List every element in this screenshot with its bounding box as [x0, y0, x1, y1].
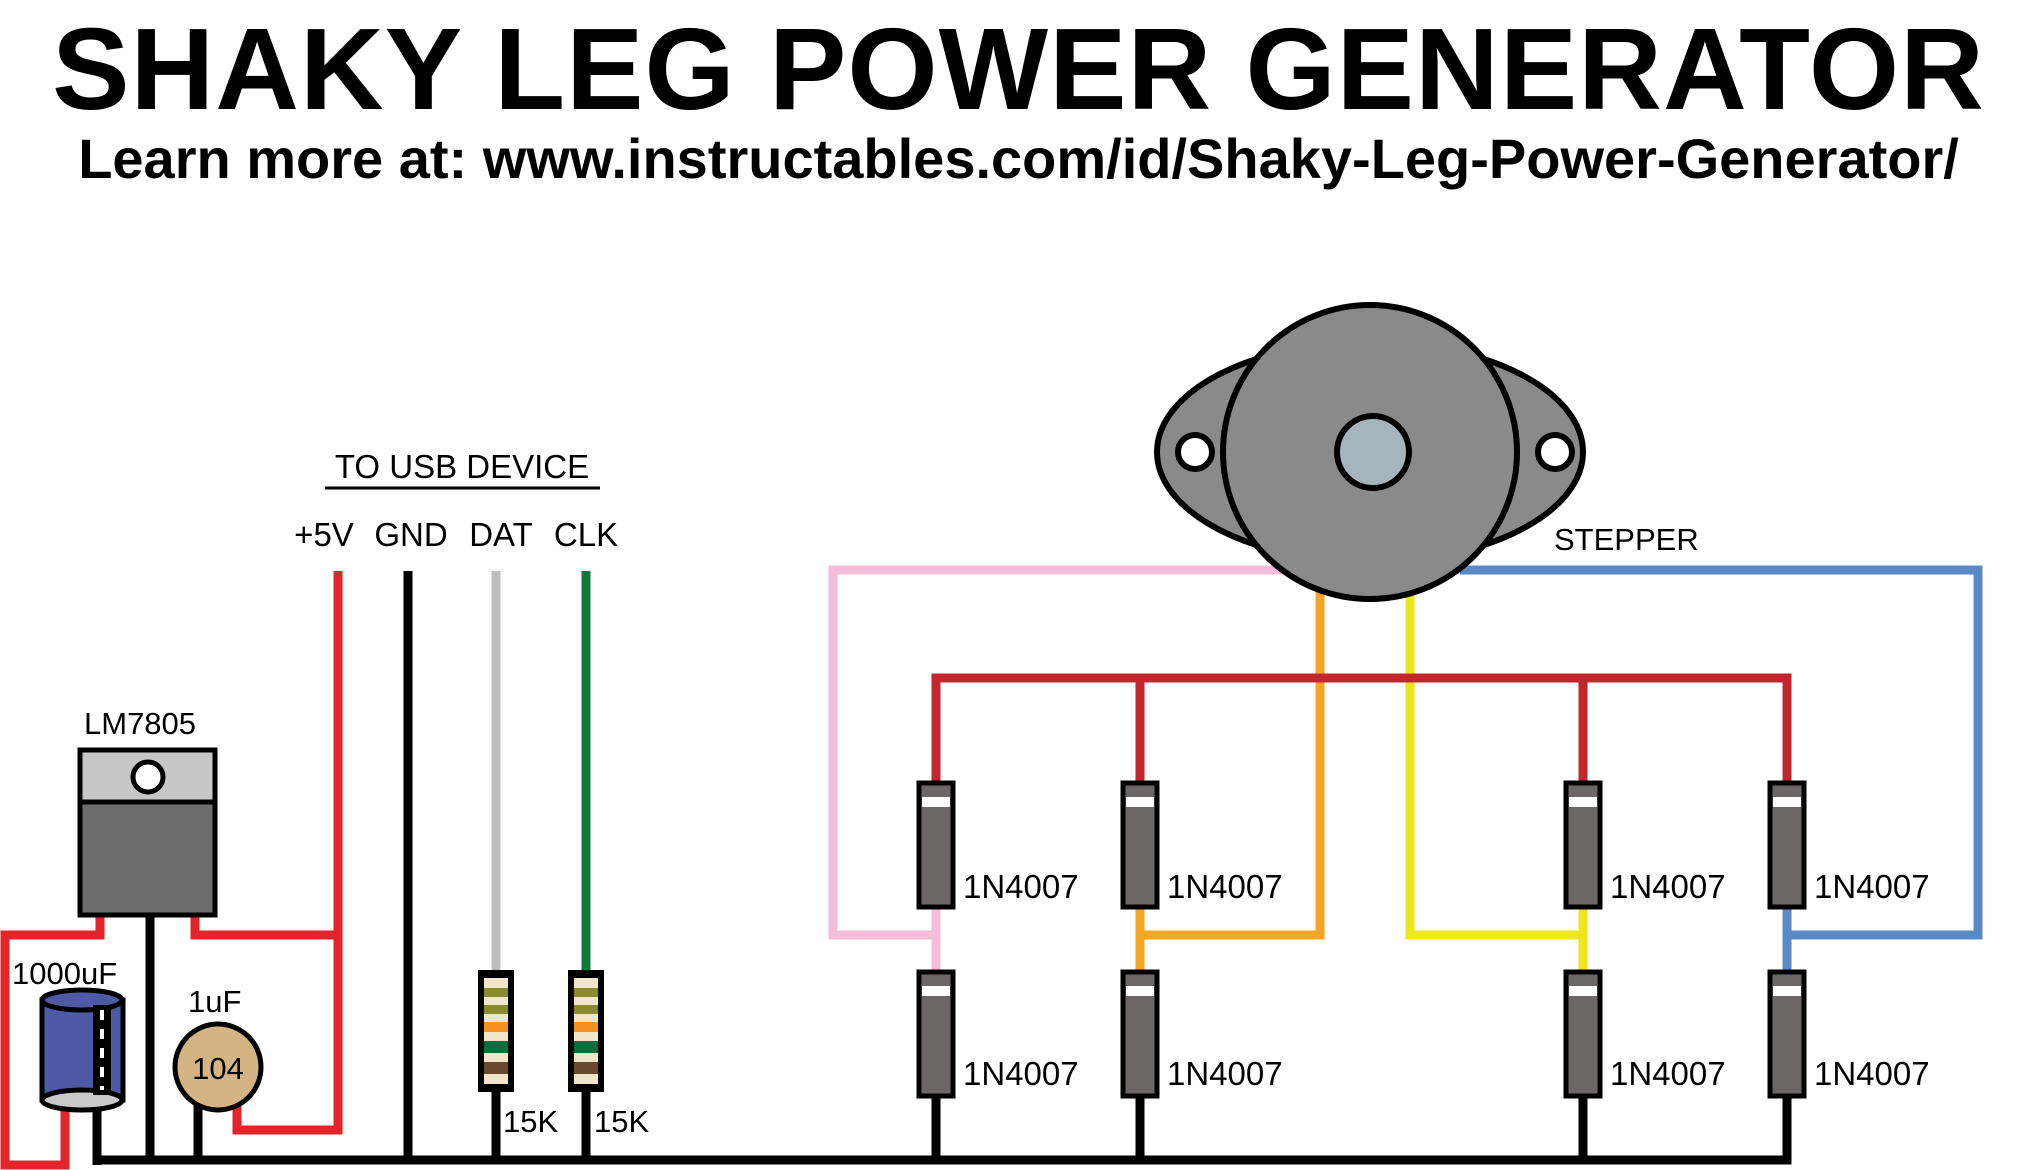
diode-label-1: 1N4007 — [963, 868, 1079, 905]
diode-6 — [1120, 969, 1160, 1099]
resistor-dat-label: 15K — [503, 1104, 558, 1139]
page-subtitle-url: Learn more at: www.instructables.com/id/… — [78, 127, 1959, 190]
ceramic-cap-label: 1uF — [188, 984, 241, 1019]
wires — [0, 565, 1983, 1170]
resistor-dat — [478, 970, 514, 1092]
usb-pin-clk: CLK — [554, 516, 618, 553]
diode-label-4: 1N4007 — [1814, 868, 1930, 905]
usb-pin-dat: DAT — [469, 516, 533, 553]
ground-bus — [92, 1090, 1792, 1165]
diode-label-8: 1N4007 — [1814, 1055, 1930, 1092]
diode-4 — [1767, 780, 1807, 910]
plus5v-wire — [232, 571, 343, 1135]
rectifier-positive-rail — [931, 673, 1792, 785]
yellow-wire — [1405, 590, 1588, 975]
stepper-motor — [1154, 302, 1586, 602]
diode-3 — [1563, 780, 1603, 910]
usb-pin-5v: +5V — [294, 516, 354, 553]
regulator-input-wire — [0, 915, 105, 1170]
diode-7 — [1563, 969, 1603, 1099]
usb-heading: TO USB DEVICE — [335, 448, 589, 485]
resistor-clk — [568, 970, 604, 1092]
diode-1 — [916, 780, 956, 910]
stepper-label: STEPPER — [1554, 522, 1699, 557]
electrolytic-cap-label: 1000uF — [12, 956, 117, 991]
regulator-label: LM7805 — [84, 706, 196, 741]
ceramic-cap-code: 104 — [192, 1051, 244, 1086]
diode-label-6: 1N4007 — [1167, 1055, 1283, 1092]
blue-wire — [1460, 565, 1983, 975]
lm7805-regulator — [77, 747, 218, 918]
pink-wire — [828, 565, 1300, 975]
diode-label-7: 1N4007 — [1610, 1055, 1726, 1092]
usb-pin-gnd: GND — [374, 516, 447, 553]
diode-2 — [1120, 780, 1160, 910]
diode-8 — [1767, 969, 1807, 1099]
diode-array — [916, 780, 1807, 1099]
diode-label-5: 1N4007 — [963, 1055, 1079, 1092]
page-title: SHAKY LEG POWER GENERATOR — [52, 4, 1985, 134]
ceramic-capacitor — [172, 1021, 264, 1113]
orange-wire — [1135, 590, 1325, 975]
electrolytic-capacitor — [39, 987, 126, 1113]
diode-5 — [916, 969, 956, 1099]
resistor-clk-label: 15K — [594, 1104, 649, 1139]
diode-label-2: 1N4007 — [1167, 868, 1283, 905]
diode-label-3: 1N4007 — [1610, 868, 1726, 905]
